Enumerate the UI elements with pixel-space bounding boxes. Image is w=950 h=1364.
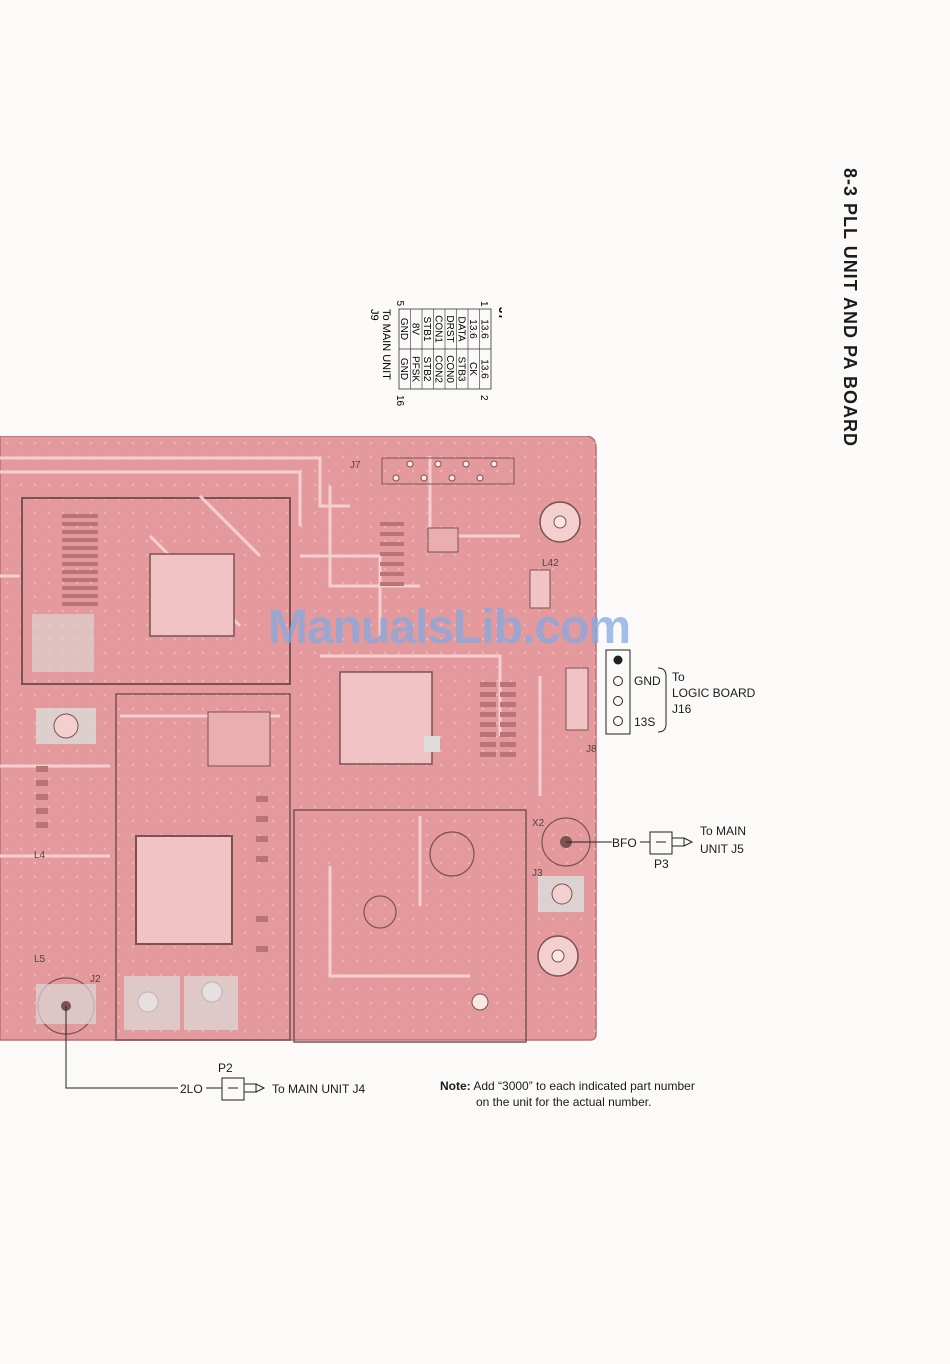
pcb-board: J7 L42 L4 L5 J2 J3 X2 J8 [0, 436, 597, 1043]
j7-pin-left: 13.6 [467, 319, 478, 339]
j7-pin-right: CON0 [444, 355, 455, 383]
j7-pin-left: GND [398, 318, 409, 340]
note-label: Note: [440, 1079, 471, 1093]
p2-destination: To MAIN UNIT J4 [272, 1082, 366, 1096]
2lo-signal-label: 2LO [180, 1082, 203, 1096]
p3-destination-line1: To MAIN [700, 824, 747, 838]
p3-destination-line2: UNIT J5 [700, 842, 744, 856]
p2-label: P2 [218, 1061, 233, 1075]
section-title: 8-3 PLL UNIT AND PA BOARD [840, 168, 860, 448]
j7-pin-left: 8V [410, 323, 421, 336]
j7-pin-right: CON2 [433, 355, 444, 383]
bfo-signal-label: BFO [612, 836, 637, 850]
j7-pin-2: 2 [478, 395, 489, 401]
j7-pin-left: 13.6 [479, 319, 490, 339]
j7-pin-table: J7 1 2 15 16 13.613.613.6CKDATASTB3DRSTC… [368, 300, 502, 407]
pcb-label-j8: J8 [586, 744, 597, 755]
pcb-label-l42: L42 [542, 558, 559, 569]
j7-pin-right: CK [467, 362, 478, 376]
p3-label: P3 [654, 857, 669, 871]
pcb-label-j2: J2 [90, 974, 101, 985]
j7-label: J7 [496, 307, 502, 321]
note-line1: Add “3000” to each indicated part number [473, 1079, 695, 1093]
note: Note: Add “3000” to each indicated part … [440, 1078, 695, 1094]
j7-pin-15: 15 [394, 300, 405, 307]
note-line2: on the unit for the actual number. [476, 1095, 652, 1109]
j7-pin-16: 16 [394, 395, 405, 407]
j7-pin-right: PFSK [410, 356, 421, 382]
pcb-label-j7: J7 [350, 460, 361, 471]
pcb-label-l4: L4 [34, 850, 46, 861]
p1-destination-line1: To [672, 670, 685, 684]
j7-destination-line2: J9 [368, 309, 380, 321]
j7-pin-left: STB1 [421, 316, 432, 341]
j7-pin-1: 1 [478, 301, 489, 307]
j7-pin-right: STB3 [456, 356, 467, 381]
j7-pin-right: GND [398, 358, 409, 380]
p1-destination-line3: J16 [672, 702, 692, 716]
j7-pin-left: DATA [456, 316, 467, 342]
p1-destination-line2: LOGIC BOARD [672, 686, 756, 700]
p1-pin-gnd: GND [634, 674, 661, 688]
j7-pin-left: DRST [444, 315, 455, 342]
j7-pin-right: STB2 [421, 356, 432, 381]
pcb-label-j3: J3 [532, 868, 543, 879]
pcb-label-l5: L5 [34, 954, 46, 965]
watermark: ManualsLib.com [268, 601, 631, 654]
j7-destination-line1: To MAIN UNIT [380, 309, 392, 380]
pcb-label-x2: X2 [532, 818, 545, 829]
j7-pin-left: CON1 [433, 315, 444, 343]
j7-pin-right: 13.6 [479, 359, 490, 379]
p1-pin-13s: 13S [634, 715, 656, 729]
